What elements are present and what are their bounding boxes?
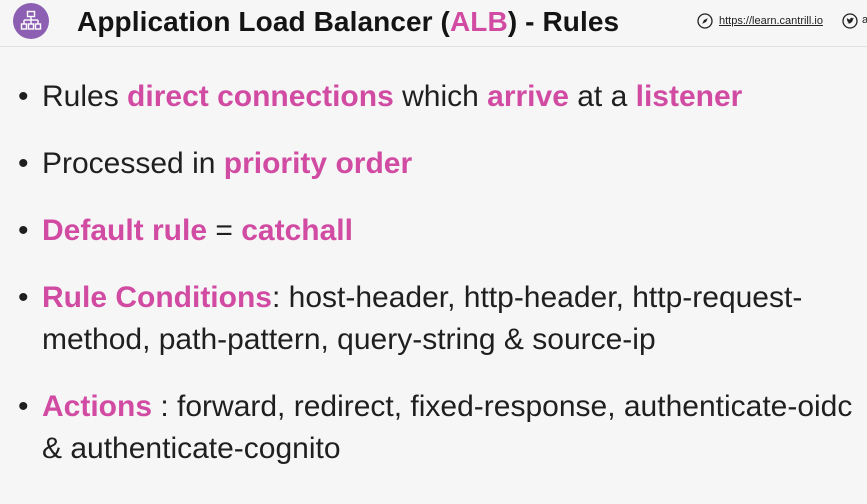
highlighted-text: direct connections — [127, 80, 394, 113]
page-title: Application Load Balancer (ALB) - Rules — [77, 6, 619, 38]
title-prefix: Application Load Balancer ( — [77, 6, 450, 37]
bullet-dot: • — [18, 80, 29, 113]
bullet-list: • Rules direct connections which arrive a… — [18, 76, 863, 495]
bullet-text: : forward, redirect, fixed-response, aut… — [42, 390, 853, 465]
highlighted-text: arrive — [487, 80, 569, 113]
compass-icon — [697, 13, 713, 29]
bullet-dot: • — [18, 281, 29, 314]
title-accent: ALB — [449, 6, 508, 37]
bullet-item: • Processed in priority order — [18, 143, 863, 185]
bullet-text: Rules — [42, 80, 128, 113]
bullet-text: at a — [568, 80, 636, 113]
bullet-item: • Rules direct connections which arrive a… — [18, 76, 863, 118]
highlighted-text: catchall — [241, 214, 353, 247]
bullet-dot: • — [18, 390, 29, 423]
highlighted-text: priority order — [223, 147, 413, 180]
title-suffix: ) - Rules — [507, 6, 620, 37]
highlighted-text: Default rule — [42, 214, 208, 247]
bullet-text: which — [393, 80, 488, 113]
highlighted-text: listener — [635, 80, 743, 113]
bullet-text: Processed in — [42, 147, 224, 180]
highlighted-text: Actions — [42, 390, 153, 423]
twitter-icon[interactable] — [842, 13, 858, 29]
bullet-item: • Default rule = catchall — [18, 210, 863, 252]
site-url[interactable]: https://learn.cantrill.io — [719, 15, 823, 27]
bullet-dot: • — [18, 147, 29, 180]
network-hierarchy-icon — [13, 3, 49, 39]
bullet-item: • Actions : forward, redirect, fixed-resp… — [18, 386, 863, 470]
bullet-dot: • — [18, 214, 29, 247]
slide-header: Application Load Balancer (ALB) - Rules … — [0, 0, 867, 47]
bullet-text: : host-header, http-header, http-request… — [42, 281, 803, 356]
site-link[interactable]: https://learn.cantrill.io — [697, 13, 823, 29]
bullet-item: • Rule Conditions: host-header, http-head… — [18, 277, 863, 361]
highlighted-text: Rule Conditions — [42, 281, 272, 314]
cut-off-text: a — [862, 14, 867, 26]
bullet-text: = — [207, 214, 242, 247]
